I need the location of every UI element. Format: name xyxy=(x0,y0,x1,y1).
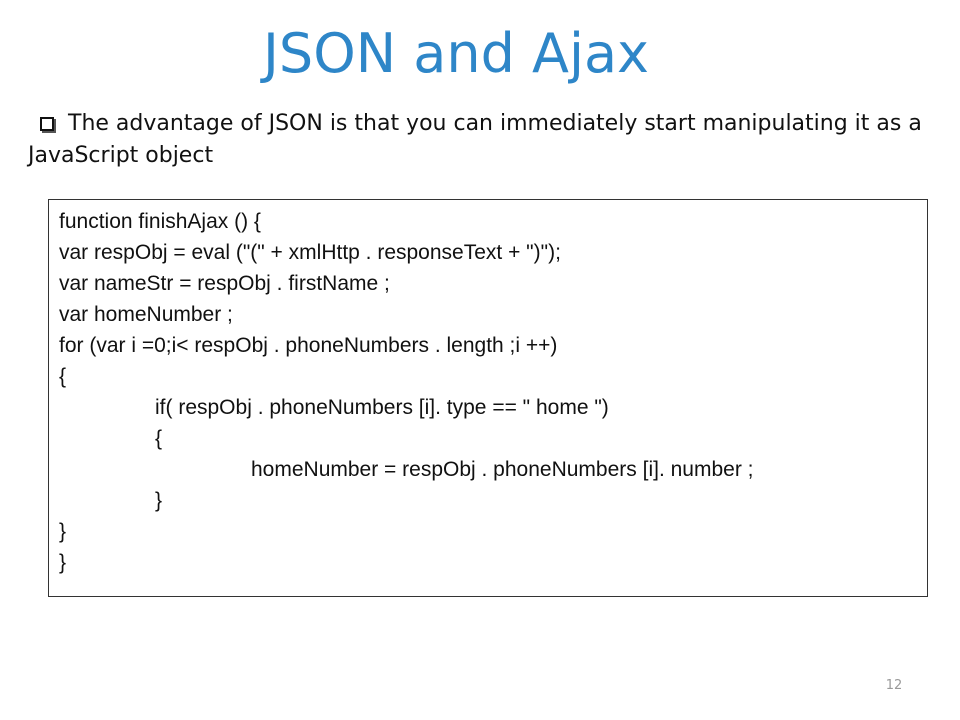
page-number: 12 xyxy=(885,678,903,693)
code-line: } xyxy=(155,489,163,512)
code-line: function finishAjax () { xyxy=(59,210,261,233)
code-line: } xyxy=(59,551,67,574)
code-line: { xyxy=(155,427,163,450)
code-line: homeNumber = respObj . phoneNumbers [i].… xyxy=(251,458,754,481)
code-line: var homeNumber ; xyxy=(59,303,233,326)
square-bullet-icon xyxy=(40,117,54,131)
code-line: for (var i =0;i< respObj . phoneNumbers … xyxy=(59,334,558,357)
bullet-point: The advantage of JSON is that you can im… xyxy=(28,108,938,172)
code-line: var respObj = eval ("(" + xmlHttp . resp… xyxy=(59,241,561,264)
code-block: function finishAjax () { var respObj = e… xyxy=(48,199,928,597)
code-line: var nameStr = respObj . firstName ; xyxy=(59,272,390,295)
code-line: } xyxy=(59,520,67,543)
code-line: if( respObj . phoneNumbers [i]. type == … xyxy=(155,396,609,419)
slide-title: JSON and Ajax xyxy=(262,22,649,85)
code-line: { xyxy=(59,365,67,388)
bullet-text: The advantage of JSON is that you can im… xyxy=(28,111,922,168)
